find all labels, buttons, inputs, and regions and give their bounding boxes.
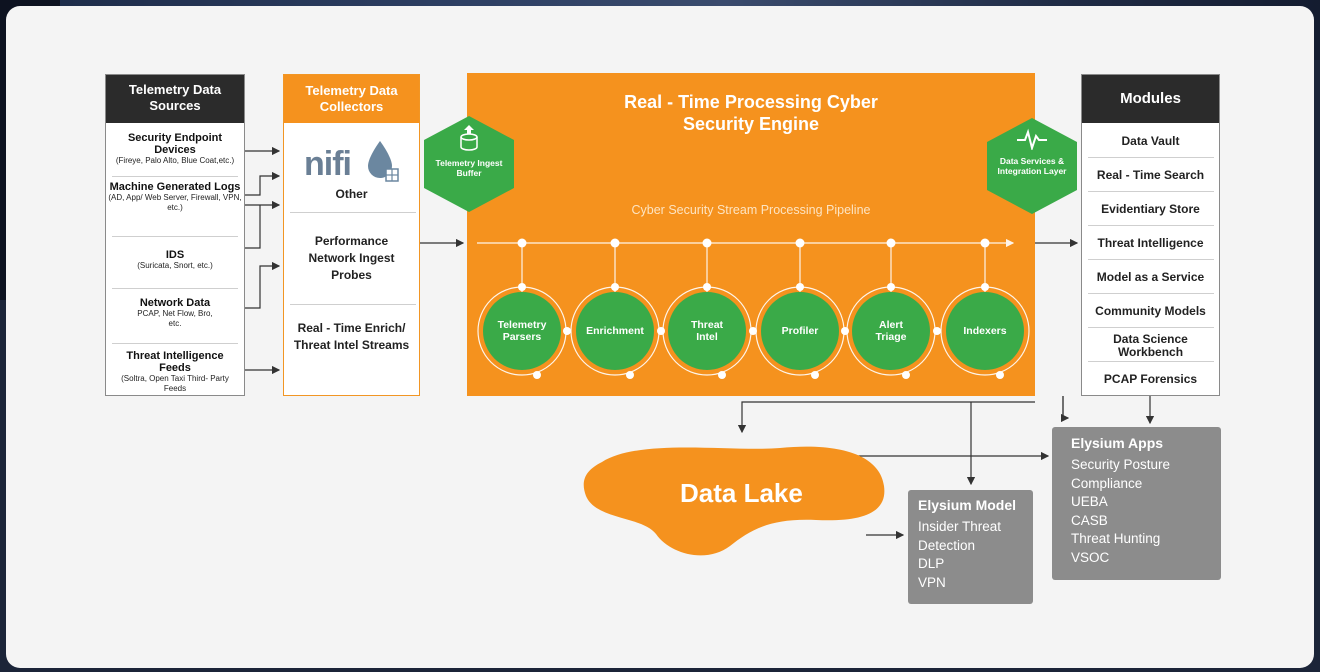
- upload-database-icon: [460, 125, 478, 151]
- stage-threat-intel: Threat Intel: [668, 292, 746, 370]
- ingest-buffer-label: Telemetry Ingest Buffer: [435, 158, 503, 178]
- elysium-apps-item: VSOC: [1071, 549, 1110, 565]
- source-title: Machine Generated Logs: [109, 181, 241, 193]
- divider: [112, 236, 238, 237]
- source-detail: (Soltra, Open Taxi Third- Party Feeds: [121, 374, 229, 393]
- stage-enrichment: Enrichment: [576, 292, 654, 370]
- source-title: Threat Intelligence Feeds: [126, 350, 224, 374]
- divider: [290, 304, 416, 305]
- ingest-buffer-hex: Telemetry Ingest Buffer: [424, 116, 514, 212]
- pulse-icon: [1017, 128, 1047, 150]
- pipeline-label: Cyber Security Stream Processing Pipelin…: [631, 203, 871, 217]
- collectors-heading: Telemetry Data Collectors: [284, 75, 419, 123]
- source-item: IDS (Suricata, Snort, etc.): [106, 249, 244, 271]
- stage-indexers: Indexers: [946, 292, 1024, 370]
- divider: [1088, 361, 1214, 362]
- elysium-model-box: Elysium Model Insider Threat Detection D…: [908, 490, 1033, 604]
- source-item: Security Endpoint Devices (Fireye, Palo …: [106, 132, 244, 166]
- data-lake-label: Data Lake: [680, 478, 803, 508]
- source-title: IDS: [165, 249, 185, 261]
- pipeline-graphics: [477, 238, 1030, 379]
- divider: [112, 176, 238, 177]
- telemetry-collectors-panel: Telemetry Data Collectors nifi Other Per…: [283, 74, 420, 396]
- source-item: Network Data PCAP, Net Flow, Bro, etc.: [106, 297, 244, 329]
- collector-item: Other: [335, 187, 368, 201]
- elysium-model-item: VPN: [918, 574, 946, 590]
- elysium-apps-item: UEBA: [1071, 494, 1108, 509]
- source-title: Network Data: [139, 297, 211, 309]
- elysium-model-item: DLP: [918, 556, 945, 571]
- elysium-apps-item: CASB: [1071, 512, 1108, 528]
- module-item: PCAP Forensics: [1103, 372, 1198, 386]
- stage-profiler: Profiler: [761, 292, 839, 370]
- module-item: Evidentiary Store: [1101, 202, 1200, 216]
- divider: [112, 288, 238, 289]
- telemetry-sources-panel: Telemetry Data Sources Security Endpoint…: [105, 74, 245, 396]
- water-drop-icon: [368, 141, 399, 182]
- module-item: Real - Time Search: [1096, 168, 1205, 182]
- integration-layer-hex: Data Services & Integration Layer: [987, 118, 1077, 214]
- elysium-apps-box: Elysium Apps Security Posture Compliance…: [1052, 427, 1221, 580]
- module-item: Model as a Service: [1096, 270, 1205, 284]
- collector-item: Real - Time Enrich/ Threat Intel Streams: [293, 321, 410, 352]
- source-detail: PCAP, Net Flow, Bro, etc.: [137, 309, 213, 328]
- elysium-apps-item: Security Posture: [1071, 457, 1171, 472]
- elysium-apps-heading: Elysium Apps: [1071, 435, 1164, 451]
- module-item: Community Models: [1095, 304, 1206, 318]
- source-title: Security Endpoint Devices: [127, 132, 223, 156]
- module-item: Data Science Workbench: [1113, 332, 1188, 359]
- stage-alert-triage: Alert Triage: [852, 292, 930, 370]
- elysium-model-item: Detection: [918, 537, 976, 553]
- sources-heading: Telemetry Data Sources: [106, 75, 244, 123]
- module-item: Threat Intelligence: [1097, 236, 1204, 250]
- data-lake-shape: [583, 446, 885, 556]
- source-detail: (AD, App/ Web Server, Firewall, VPN, etc…: [108, 193, 242, 212]
- engine-title: Real - Time Processing Cyber Security En…: [467, 91, 1035, 135]
- divider: [290, 212, 416, 213]
- processing-engine-panel: Real - Time Processing Cyber Security En…: [467, 73, 1035, 396]
- source-detail: (Suricata, Snort, etc.): [137, 261, 213, 270]
- elysium-model-item: Insider Threat: [918, 519, 1002, 534]
- divider: [1088, 225, 1214, 226]
- collector-item: Performance Network Ingest Probes: [308, 234, 395, 282]
- modules-heading: Modules: [1082, 75, 1219, 123]
- module-item: Data Vault: [1121, 134, 1180, 148]
- divider: [1088, 191, 1214, 192]
- modules-panel: Modules Data Vault Real - Time Search Ev…: [1081, 74, 1220, 396]
- source-item: Machine Generated Logs (AD, App/ Web Ser…: [106, 181, 244, 213]
- divider: [1088, 157, 1214, 158]
- divider: [1088, 327, 1214, 328]
- divider: [1088, 293, 1214, 294]
- elysium-apps-item: Threat Hunting: [1071, 531, 1161, 546]
- elysium-model-heading: Elysium Model: [918, 497, 1017, 513]
- engine-title-line1: Real - Time Processing Cyber: [624, 92, 878, 112]
- source-item: Threat Intelligence Feeds (Soltra, Open …: [106, 350, 244, 394]
- divider: [112, 343, 238, 344]
- elysium-apps-item: Compliance: [1071, 475, 1143, 491]
- nifi-logo: nifi: [304, 145, 352, 183]
- stage-telemetry-parsers: Telemetry Parsers: [483, 292, 561, 370]
- source-detail: (Fireye, Palo Alto, Blue Coat,etc.): [115, 156, 235, 165]
- engine-title-line2: Security Engine: [682, 114, 820, 134]
- divider: [1088, 259, 1214, 260]
- integration-layer-label: Data Services & Integration Layer: [997, 156, 1067, 176]
